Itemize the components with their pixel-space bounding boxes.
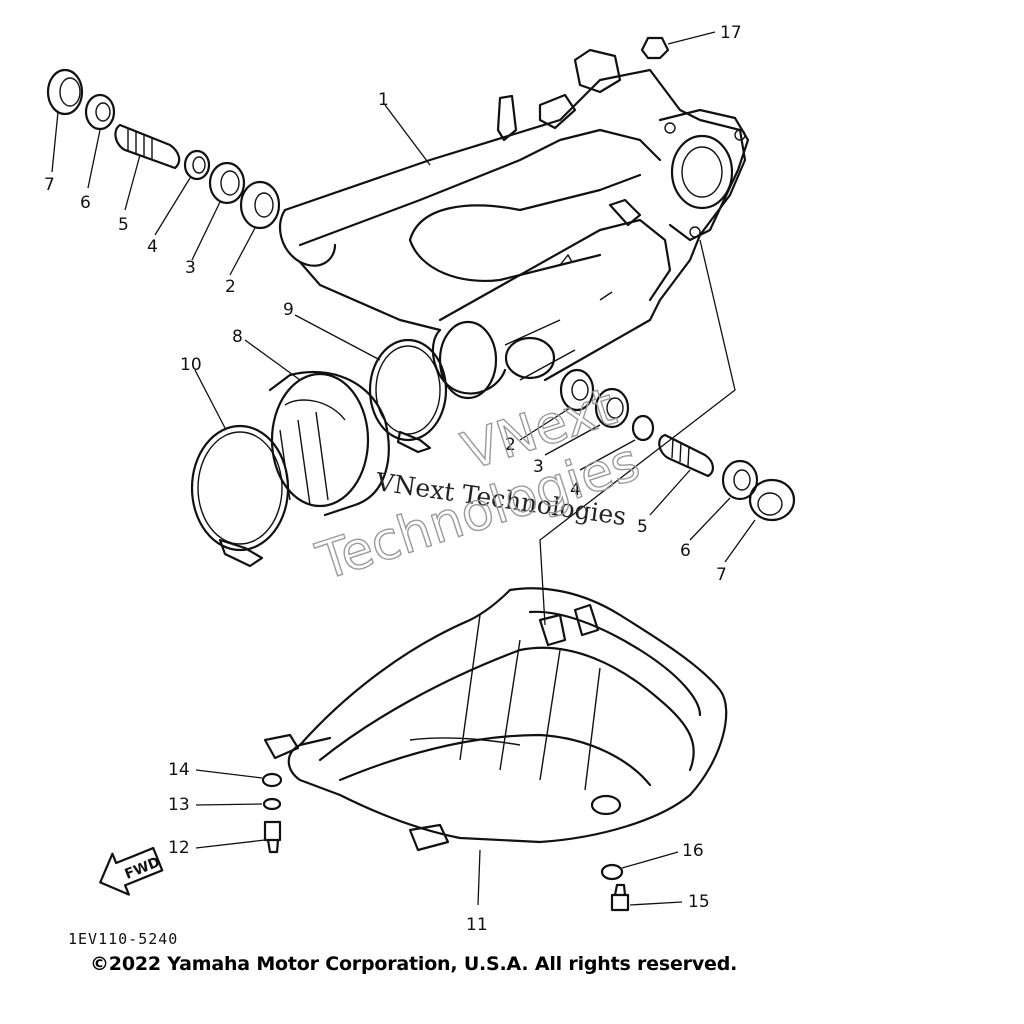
callout-4-left: 4: [147, 237, 158, 257]
boot-and-clamps: [190, 338, 448, 568]
left-bearing-set: [46, 68, 281, 230]
right-bearing-set: [559, 368, 796, 522]
callout-5-right: 5: [637, 517, 648, 537]
callout-2-left: 2: [225, 277, 236, 297]
callout-2-right: 2: [505, 435, 516, 455]
callout-16: 16: [682, 841, 704, 861]
callout-15: 15: [688, 892, 710, 912]
swing-arm: [278, 48, 750, 400]
copyright-notice: ©2022 Yamaha Motor Corporation, U.S.A. A…: [90, 953, 738, 975]
guard-plate: [263, 587, 728, 852]
leader-lines: [51, 31, 756, 906]
callout-17: 17: [720, 23, 742, 43]
callout-3-left: 3: [185, 258, 196, 278]
callout-13: 13: [168, 795, 190, 815]
callout-3-right: 3: [533, 457, 544, 477]
callout-4-right: 4: [570, 480, 581, 500]
callout-8: 8: [232, 327, 243, 347]
callout-14: 14: [168, 760, 190, 780]
callout-6-right: 6: [680, 541, 691, 561]
callout-6-left: 6: [80, 193, 91, 213]
callout-7-right: 7: [716, 565, 727, 585]
callout-10: 10: [180, 355, 202, 375]
watermark: VNext Technologies VNext Technologies: [309, 376, 648, 593]
callout-12: 12: [168, 838, 190, 858]
callout-1: 1: [378, 90, 389, 110]
hardware: [261, 36, 670, 912]
callout-7-left: 7: [44, 175, 55, 195]
fwd-arrow-icon: FWD: [99, 846, 164, 896]
callout-numbers: 7 6 5 4 3 2 1 9 8 10 2 3 4 5 6 7 17 14 1…: [44, 23, 742, 935]
callout-11: 11: [466, 915, 488, 935]
callout-9: 9: [283, 300, 294, 320]
part-code: 1EV110-5240: [68, 930, 178, 948]
callout-5-left: 5: [118, 215, 129, 235]
